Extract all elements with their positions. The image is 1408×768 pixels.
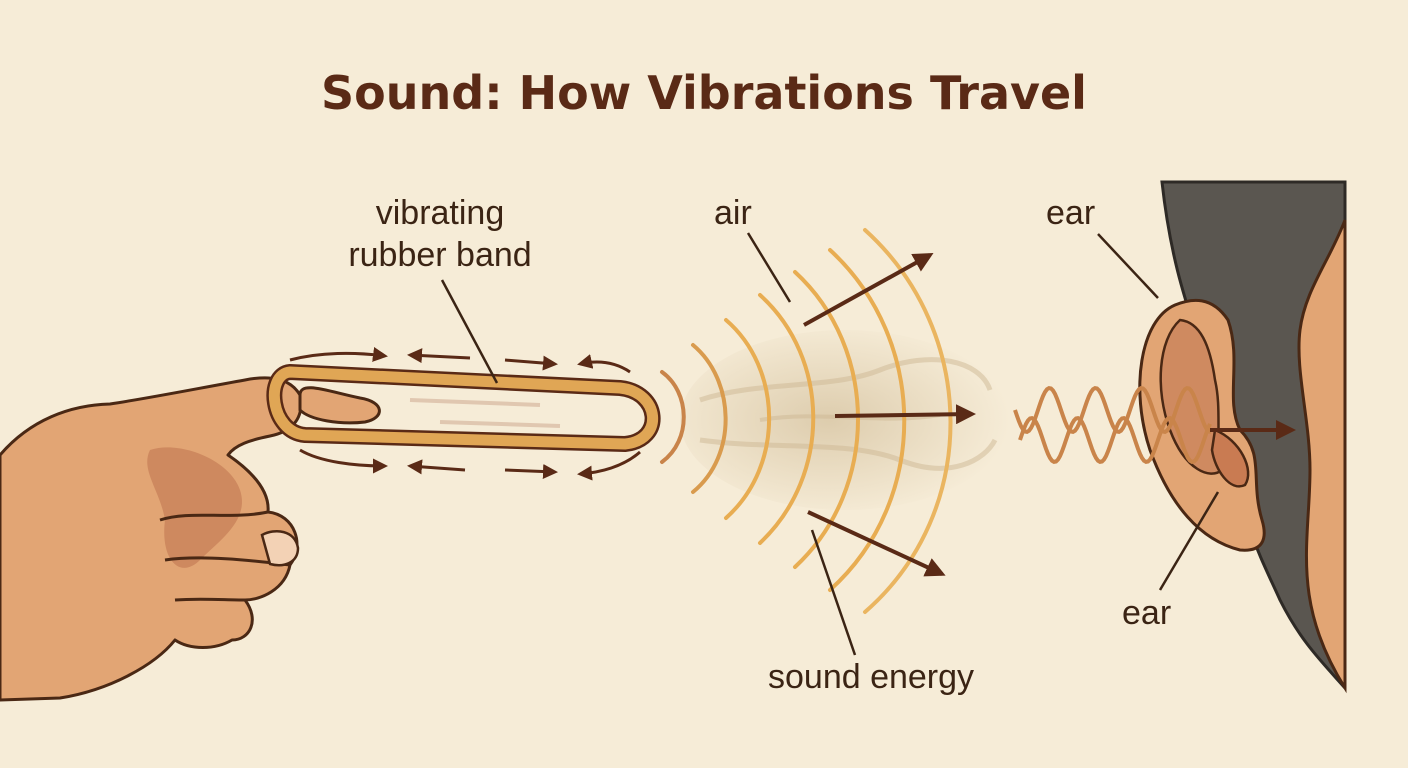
diagram-title: Sound: How Vibrations Travel <box>321 66 1087 120</box>
ear-label-bottom: ear <box>1122 594 1172 632</box>
hand <box>0 376 381 702</box>
vibration-arrows <box>289 346 641 481</box>
sound-wave-arcs <box>660 228 953 614</box>
rubber-band-label-line2: rubber band <box>348 236 532 274</box>
rubber-band-label-line1: vibrating <box>375 194 505 232</box>
sound-energy-label: sound energy <box>768 658 975 696</box>
rubber-band <box>266 364 661 452</box>
sound-energy-arrows <box>803 253 976 577</box>
ear-label-top: ear <box>1046 194 1096 232</box>
leader-lines <box>440 232 1220 656</box>
sound-squiggles <box>1013 385 1212 465</box>
air-cloud <box>680 330 1010 510</box>
rubber-band-label: vibrating rubber band <box>330 192 550 276</box>
air-label: air <box>714 194 752 232</box>
